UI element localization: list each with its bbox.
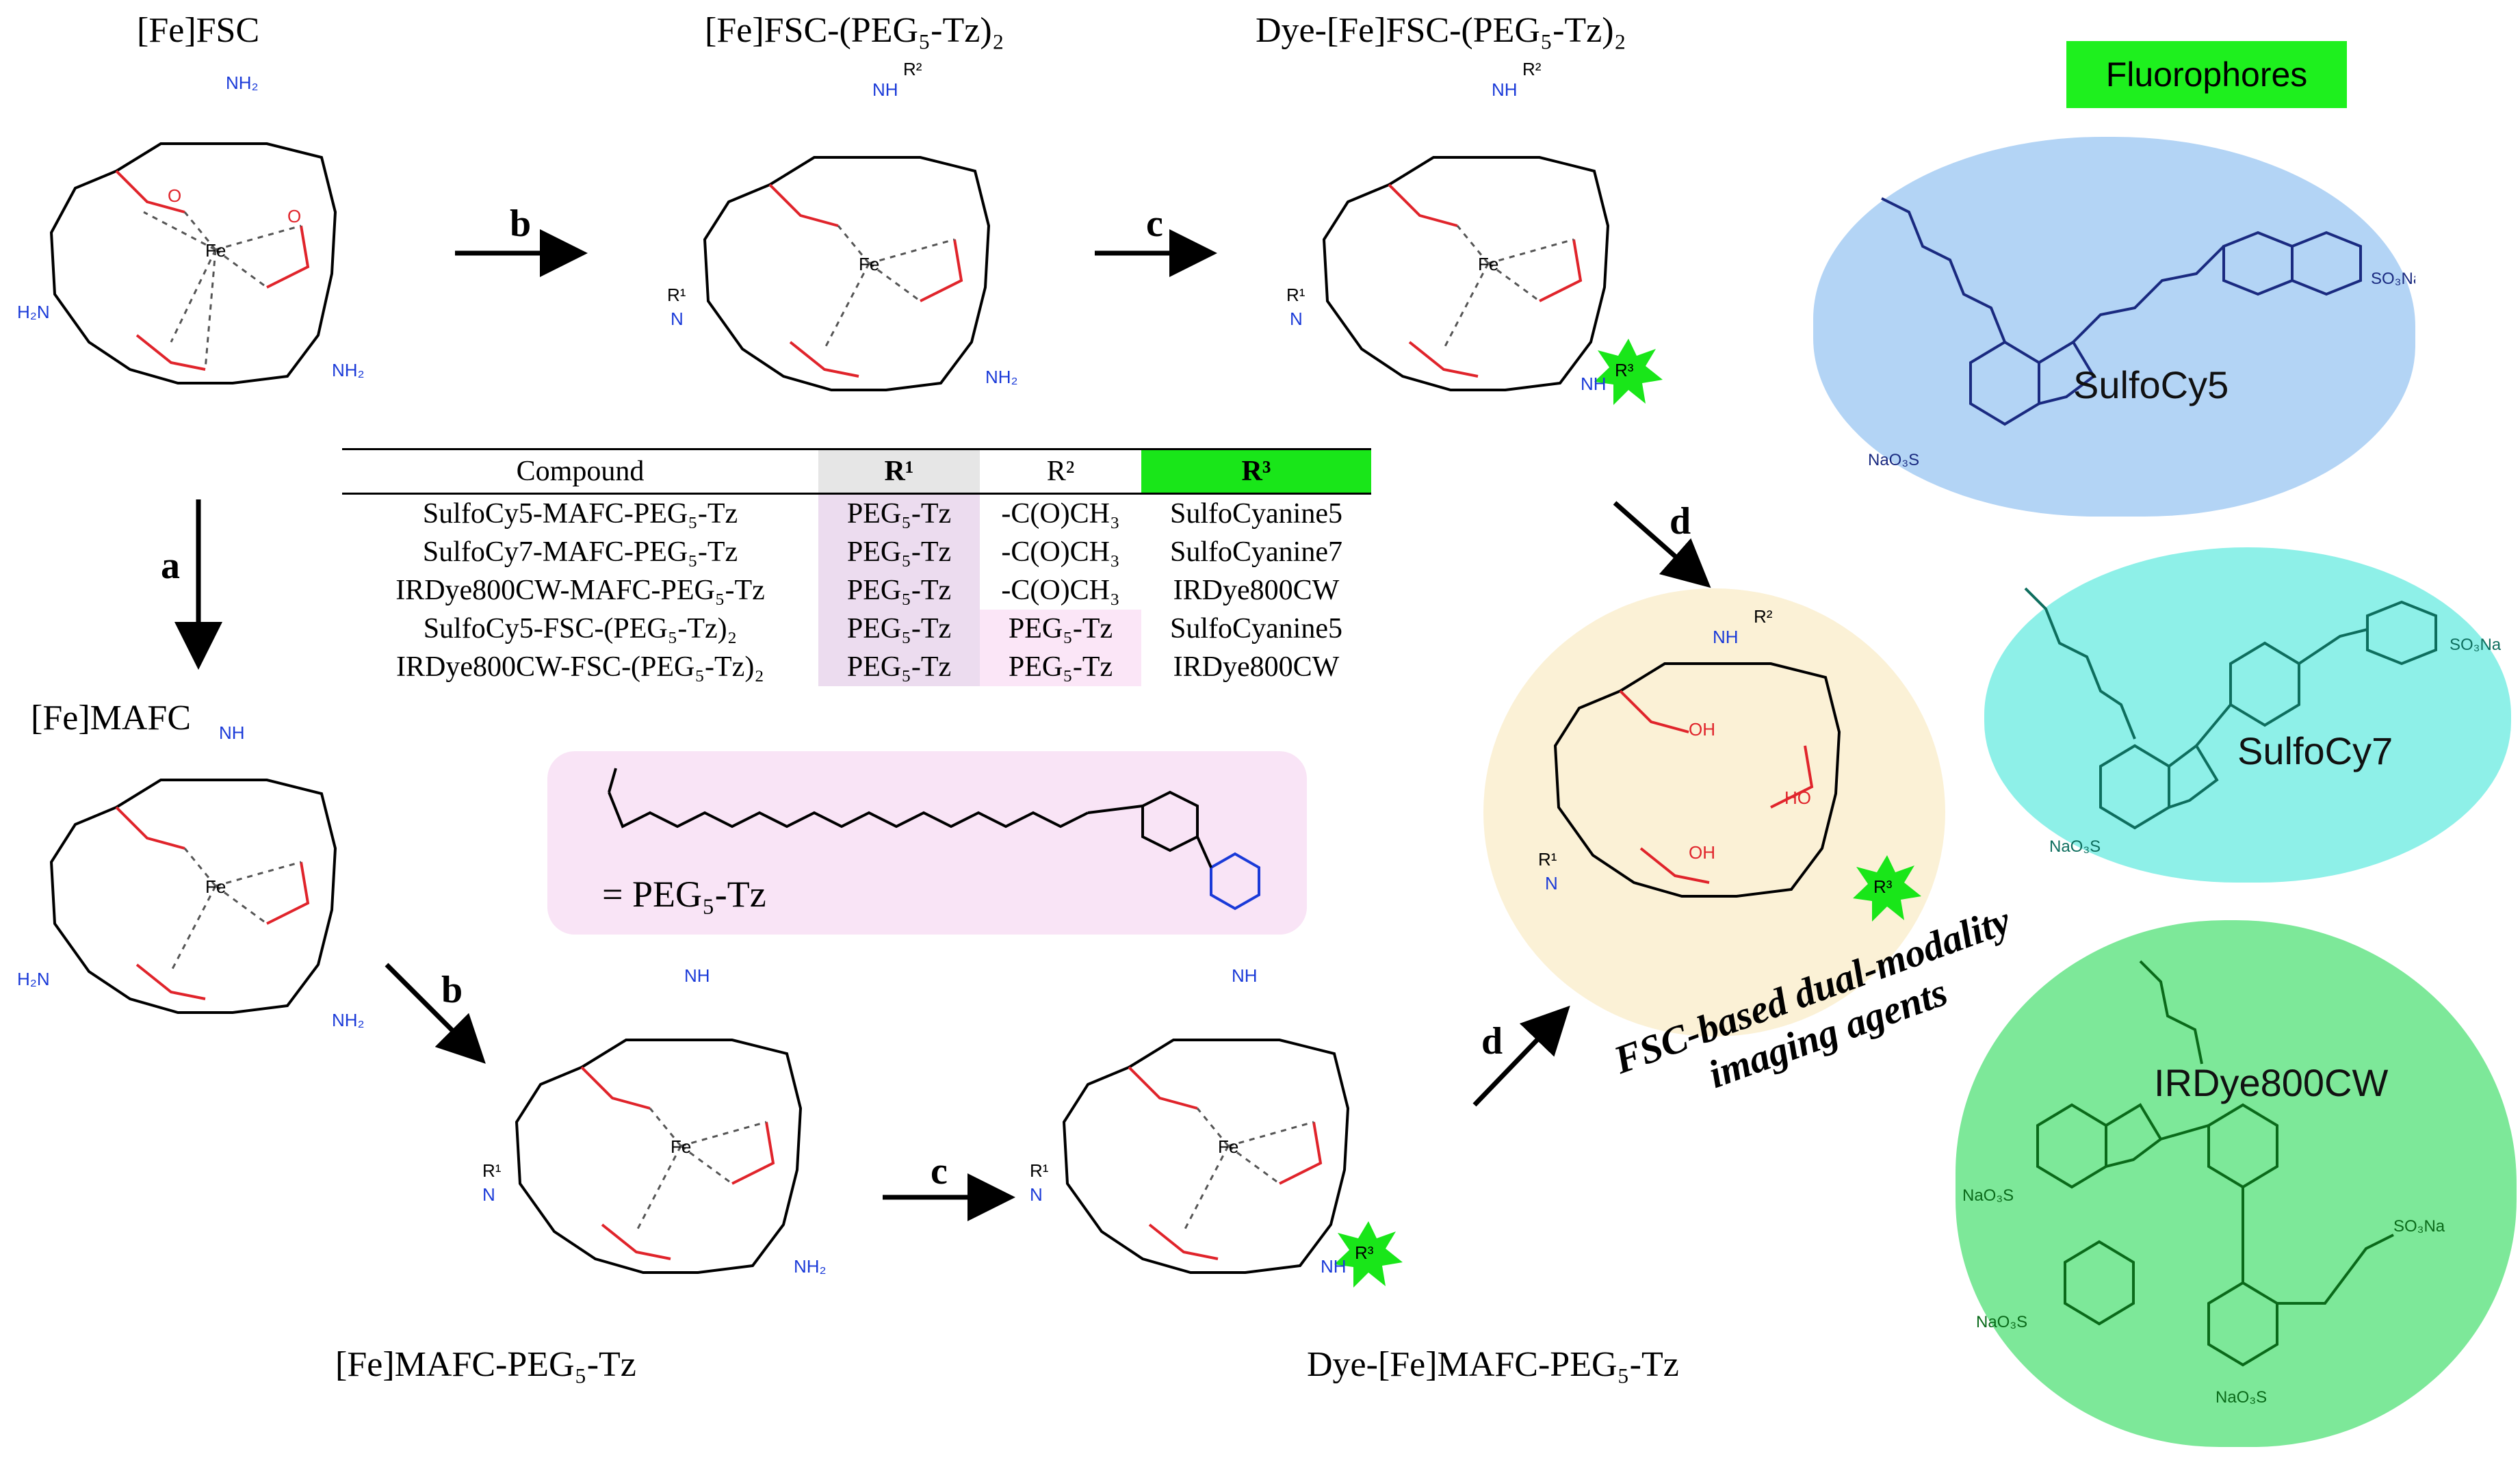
- molecule-femafc-peg: Fe NH R¹ N NH₂: [479, 951, 862, 1334]
- svg-text:NaO₃S: NaO₃S: [2216, 1388, 2267, 1407]
- label-femafc: [Fe]MAFC: [31, 699, 192, 738]
- svg-text:R³: R³: [1873, 876, 1893, 897]
- svg-text:OH: OH: [1689, 842, 1715, 863]
- svg-text:NH: NH: [1321, 1256, 1347, 1277]
- svg-text:NaO₃S: NaO₃S: [1976, 1313, 2027, 1331]
- table-row: IRDye800CW-FSC-(PEG₅-Tz)₂ PEG₅-Tz PEG₅-T…: [342, 648, 1371, 686]
- svg-text:Fe: Fe: [205, 876, 226, 897]
- svg-text:R¹: R¹: [482, 1160, 502, 1181]
- svg-text:Fe: Fe: [859, 254, 879, 274]
- svg-text:NH: NH: [1713, 627, 1739, 647]
- svg-text:N: N: [1290, 309, 1303, 329]
- label-dye-fefsc-peg: Dye-[Fe]FSC-(PEG₅-Tz)₂: [1256, 11, 1626, 50]
- svg-text:SO₃Na: SO₃Na: [2393, 1217, 2445, 1236]
- svg-text:NH₂: NH₂: [332, 1010, 365, 1030]
- svg-text:NH: NH: [219, 722, 245, 743]
- svg-text:NaO₃S: NaO₃S: [1868, 451, 1919, 469]
- step-b-top: b: [510, 203, 532, 245]
- step-b-bottom: b: [441, 969, 463, 1011]
- step-c-bottom: c: [931, 1150, 948, 1192]
- svg-text:NH: NH: [1492, 79, 1518, 100]
- step-a: a: [161, 545, 180, 587]
- svg-text:NH₂: NH₂: [226, 73, 259, 93]
- svg-text:R¹: R¹: [1030, 1160, 1049, 1181]
- svg-text:NH: NH: [872, 79, 898, 100]
- table-row: SulfoCy5-FSC-(PEG₅-Tz)₂ PEG₅-Tz PEG₅-Tz …: [342, 610, 1371, 648]
- label-fefsc: [Fe]FSC: [137, 11, 260, 50]
- svg-text:N: N: [1545, 873, 1558, 894]
- svg-text:NaO₃S: NaO₃S: [2049, 837, 2101, 856]
- fluorophore-irdye800cw: NaO₃S NaO₃S SO₃Na NaO₃S IRDye800CW: [1956, 920, 2517, 1447]
- fluorophore-sulfocy5: SO₃Na NaO₃S SulfoCy5: [1813, 137, 2415, 517]
- table-row: IRDye800CW-MAFC-PEG₅-Tz PEG₅-Tz -C(O)CH₃…: [342, 571, 1371, 610]
- svg-text:O: O: [168, 185, 181, 206]
- svg-text:H₂N: H₂N: [17, 969, 50, 989]
- fe-atom: Fe: [205, 240, 226, 261]
- header-compound: Compound: [342, 448, 818, 495]
- svg-text:NH: NH: [1232, 965, 1258, 986]
- svg-text:HO: HO: [1784, 787, 1811, 808]
- svg-text:Fe: Fe: [1218, 1136, 1238, 1157]
- fluorophore-sulfocy7: SO₃Na NaO₃S SulfoCy7: [1984, 547, 2511, 883]
- molecule-femafc: Fe NH H₂N NH₂: [14, 722, 397, 1081]
- svg-text:N: N: [1030, 1184, 1043, 1205]
- table-row: SulfoCy7-MAFC-PEG₅-Tz PEG₅-Tz -C(O)CH₃ S…: [342, 533, 1371, 571]
- header-r3: R³: [1141, 448, 1371, 495]
- header-r2: R²: [980, 448, 1141, 495]
- step-c-top: c: [1146, 203, 1163, 245]
- svg-text:NH: NH: [684, 965, 710, 986]
- molecule-dye-fefsc-peg: Fe NH R² R¹ N R³ NH: [1286, 59, 1670, 438]
- molecule-dye-femafc-peg: Fe NH R¹ N R³ NH: [1026, 951, 1410, 1334]
- label-dye-femafc-peg: Dye-[Fe]MAFC-PEG₅-Tz: [1307, 1345, 1679, 1384]
- svg-text:SO₃Na: SO₃Na: [2450, 636, 2502, 654]
- svg-text:NH: NH: [1581, 374, 1607, 394]
- svg-text:Fe: Fe: [671, 1136, 691, 1157]
- step-d-top: d: [1670, 500, 1691, 543]
- fluorophores-title: Fluorophores: [2066, 41, 2347, 108]
- svg-text:Fe: Fe: [1478, 254, 1498, 274]
- svg-text:H₂N: H₂N: [17, 302, 50, 322]
- svg-text:R¹: R¹: [1538, 849, 1557, 870]
- svg-text:N: N: [482, 1184, 495, 1205]
- svg-text:R²: R²: [1522, 59, 1542, 79]
- molecule-fefsc: Fe NH₂ H₂N NH₂ O O: [14, 68, 397, 438]
- svg-text:NH₂: NH₂: [794, 1256, 827, 1277]
- svg-text:R¹: R¹: [667, 285, 686, 305]
- label-femafc-peg: [Fe]MAFC-PEG₅-Tz: [335, 1345, 636, 1384]
- table-row: SulfoCy5-MAFC-PEG₅-Tz PEG₅-Tz -C(O)CH₃ S…: [342, 493, 1371, 533]
- r3-star: [1594, 339, 1663, 405]
- svg-text:R²: R²: [1754, 606, 1773, 627]
- svg-text:R¹: R¹: [1286, 285, 1306, 305]
- arrow-d-top: [1613, 501, 1711, 588]
- svg-text:NH₂: NH₂: [332, 360, 365, 380]
- svg-text:SO₃Na: SO₃Na: [2371, 270, 2415, 288]
- header-r1: R¹: [818, 448, 980, 495]
- svg-text:OH: OH: [1689, 719, 1715, 740]
- svg-text:R³: R³: [1615, 360, 1634, 380]
- peg-definition-label: = PEG₅-Tz: [602, 874, 766, 915]
- step-d-bottom: d: [1481, 1020, 1503, 1063]
- svg-text:NH₂: NH₂: [985, 367, 1018, 387]
- peg-definition-box: = PEG₅-Tz: [547, 751, 1307, 935]
- product-circle: NH R² OH HO OH R¹ N R³: [1483, 588, 1945, 1037]
- arrow-d-bottom: [1472, 1005, 1570, 1107]
- molecule-fefsc-peg: Fe NH R² R¹ N NH₂: [667, 59, 1050, 438]
- sulfocy5-label: SulfoCy5: [2073, 363, 2229, 406]
- svg-text:NaO₃S: NaO₃S: [1962, 1186, 2014, 1205]
- sulfocy7-label: SulfoCy7: [2237, 729, 2393, 772]
- svg-text:O: O: [287, 206, 301, 226]
- svg-text:N: N: [671, 309, 684, 329]
- irdye800cw-label: IRDye800CW: [2154, 1061, 2389, 1104]
- compound-table: Compound R¹ R² R³ SulfoCy5-MAFC-PEG₅-Tz …: [342, 448, 1371, 686]
- svg-text:R³: R³: [1355, 1242, 1374, 1263]
- arrow-b-bottom: [385, 963, 486, 1064]
- svg-text:R²: R²: [903, 59, 922, 79]
- label-fefsc-peg: [Fe]FSC-(PEG₅-Tz)₂: [705, 11, 1004, 50]
